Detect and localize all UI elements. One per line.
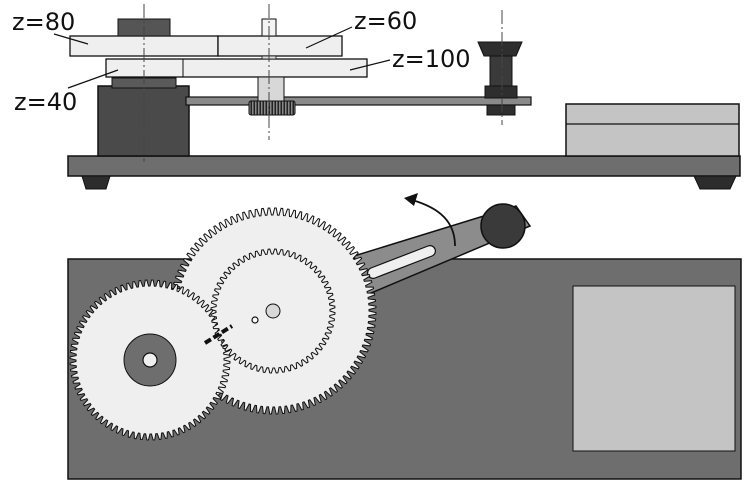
label-z100: z=100 bbox=[392, 45, 471, 73]
gear-inner-pin bbox=[251, 316, 259, 324]
side-foot-left bbox=[81, 175, 111, 190]
adjust-knob bbox=[477, 41, 523, 116]
label-z60: z=60 bbox=[354, 7, 417, 35]
gear-left-bore bbox=[142, 352, 158, 368]
side-arm-bar bbox=[185, 96, 532, 106]
arm-knob bbox=[480, 203, 526, 249]
top-pad bbox=[572, 285, 736, 452]
gear-big-bore bbox=[265, 303, 281, 319]
mesh-mark bbox=[203, 324, 234, 345]
knurled-wheel bbox=[248, 100, 296, 116]
top-view bbox=[67, 193, 742, 480]
center-shaft bbox=[257, 76, 285, 102]
gear-z60-plate bbox=[217, 35, 343, 57]
gear-z100-plate bbox=[105, 58, 368, 78]
rotation-arrow bbox=[411, 199, 456, 247]
side-foot-right bbox=[693, 175, 737, 190]
label-z80: z=80 bbox=[12, 8, 75, 36]
label-z40: z=40 bbox=[14, 88, 77, 116]
side-view: z=80 z=60 z=100 z=40 bbox=[12, 4, 741, 190]
side-pad-block bbox=[565, 103, 740, 157]
side-base-plate bbox=[67, 155, 741, 177]
